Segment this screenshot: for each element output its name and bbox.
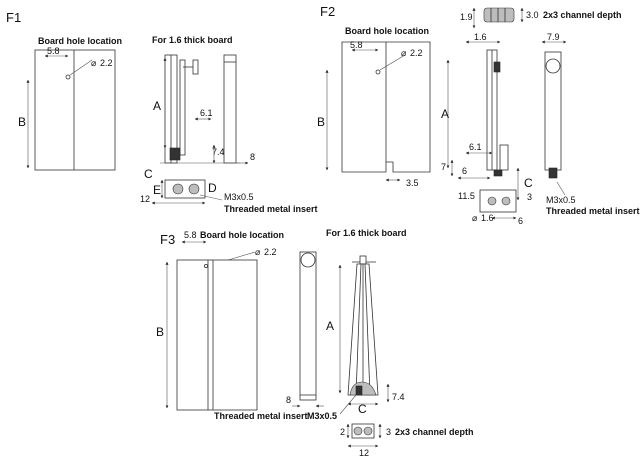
f3-dim-b: B bbox=[156, 325, 164, 339]
f2-dim-3-5: 3.5 bbox=[406, 178, 419, 188]
f3-bottom-insert-left bbox=[353, 426, 363, 436]
figure-label-f3: F3 bbox=[160, 232, 175, 247]
f3-dim-8: 8 bbox=[286, 395, 291, 405]
f3-dim-hole-value: 2.2 bbox=[264, 247, 277, 257]
f1-dim-a: A bbox=[153, 99, 161, 113]
f1-dim-hole: ⌀ bbox=[91, 58, 97, 68]
f1-insert-label: Threaded metal insert bbox=[224, 204, 318, 214]
f2-dim-7: 7 bbox=[441, 162, 446, 172]
figure-f3: F3 5.8 Board hole location ⌀ 2.2 B 8 For… bbox=[156, 228, 474, 457]
f2-front-round bbox=[545, 58, 561, 74]
f2-dim-6a: 6 bbox=[462, 166, 467, 176]
f1-guide-front bbox=[223, 54, 237, 164]
f2-screw-head bbox=[493, 61, 501, 73]
f2-dim-a: A bbox=[441, 107, 449, 121]
f2-dim-c: C bbox=[524, 176, 533, 190]
f1-thread-spec: M3x0.5 bbox=[224, 192, 254, 202]
f2-insert-label: Threaded metal insert bbox=[546, 206, 640, 216]
f3-dim-c: C bbox=[358, 402, 367, 416]
f2-dim-hole-bottom: ⌀ bbox=[472, 213, 478, 223]
figure-label-f2: F2 bbox=[320, 4, 335, 19]
f3-board-hole bbox=[203, 263, 208, 268]
f3-dim-2: 2 bbox=[340, 427, 345, 437]
f1-dim-5-8: 5.8 bbox=[47, 46, 60, 56]
f3-channel-label: 2x3 channel depth bbox=[395, 427, 474, 437]
f3-board-hole-label: Board hole location bbox=[200, 230, 284, 240]
f1-board-outline bbox=[34, 49, 116, 171]
f2-dim-5-8: 5.8 bbox=[350, 40, 363, 50]
f2-dim-6b: 6 bbox=[518, 216, 523, 226]
f2-channel-label: 2x3 channel depth bbox=[543, 10, 622, 20]
f2-bottom-body bbox=[479, 189, 517, 213]
f3-front-round bbox=[300, 252, 316, 268]
f3-insert-label: Threaded metal insert bbox=[214, 411, 308, 421]
f2-dim-6-1: 6.1 bbox=[469, 142, 482, 152]
f1-dim-7-4: 7.4 bbox=[212, 147, 225, 157]
f3-dim-3: 3 bbox=[386, 427, 391, 437]
f2-thread-spec: M3x0.5 bbox=[546, 195, 576, 205]
f1-dim-12: 12 bbox=[140, 194, 150, 204]
f1-screw-head bbox=[192, 59, 199, 75]
f1-dim-d: D bbox=[208, 181, 217, 195]
f3-dim-hole: ⌀ bbox=[255, 247, 261, 257]
f3-dim-7-4: 7.4 bbox=[392, 392, 405, 402]
f1-board-hole-label: Board hole location bbox=[38, 36, 122, 46]
f3-thread-spec: M3x0.5 bbox=[307, 411, 337, 421]
f2-front-insert bbox=[548, 167, 558, 179]
f3-threaded-insert bbox=[355, 385, 363, 396]
f3-guide-front bbox=[299, 251, 317, 401]
f2-guide-foot bbox=[499, 144, 509, 171]
figure-f2: F2 Board hole location 5.8 ⌀ 2.2 B 3.5 1… bbox=[317, 4, 640, 226]
f3-top-cap bbox=[359, 255, 367, 265]
f1-dim-8: 8 bbox=[250, 152, 255, 162]
f3-board-outline bbox=[176, 259, 258, 411]
figure-f1: F1 Board hole location 5.8 ⌀ 2.2 B For 1… bbox=[6, 10, 318, 214]
f2-board-hole-label: Board hole location bbox=[345, 26, 429, 36]
f3-bottom-insert-right bbox=[363, 426, 373, 436]
f2-dim-hole: ⌀ bbox=[401, 48, 407, 58]
f2-bottom-insert-left bbox=[487, 196, 497, 206]
f2-dim-7-9: 7.9 bbox=[547, 32, 560, 42]
f1-dim-b: B bbox=[18, 115, 26, 129]
f2-bottom-insert-right bbox=[501, 196, 511, 206]
f2-dim-3: 3 bbox=[527, 192, 532, 202]
f1-guide-slot bbox=[179, 59, 186, 156]
f2-dim-b: B bbox=[317, 115, 325, 129]
f2-dim-1-9: 1.9 bbox=[460, 12, 473, 22]
f1-board-hole bbox=[65, 74, 71, 80]
f2-dim-3-0: 3.0 bbox=[526, 10, 539, 20]
f2-dim-11-5: 11.5 bbox=[458, 191, 475, 201]
f1-dim-6-1: 6.1 bbox=[200, 108, 213, 118]
f1-dim-c: C bbox=[144, 167, 153, 181]
f2-channel-body bbox=[483, 7, 515, 23]
f1-for-board-label: For 1.6 thick board bbox=[152, 35, 233, 45]
f2-dim-1-6-top: 1.6 bbox=[474, 32, 487, 42]
f3-dim-5-8: 5.8 bbox=[184, 230, 197, 240]
f3-dim-12: 12 bbox=[359, 448, 369, 457]
f1-dim-hole-value: 2.2 bbox=[100, 58, 113, 68]
f1-insert-right bbox=[188, 183, 200, 195]
f2-dim-hole-value: 2.2 bbox=[410, 48, 423, 58]
f3-for-board-label: For 1.6 thick board bbox=[326, 228, 407, 238]
f1-insert-left bbox=[172, 183, 184, 195]
f1-threaded-insert bbox=[169, 147, 181, 161]
f2-dim-1-6-bottom: 1.6 bbox=[481, 213, 494, 223]
f3-dim-a: A bbox=[326, 319, 334, 333]
f1-dim-e: E bbox=[153, 183, 161, 197]
f2-board-hole bbox=[375, 69, 381, 75]
figure-label-f1: F1 bbox=[6, 10, 21, 25]
f2-bottom-insert bbox=[493, 169, 503, 177]
